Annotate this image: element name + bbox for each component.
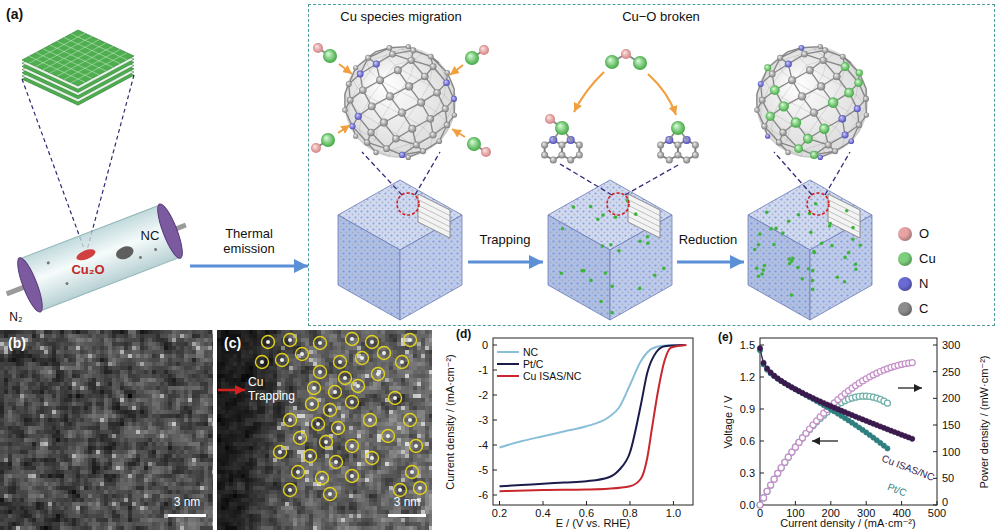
figure: Cu₂ONCCu species migrationCu−O brokenThe…: [0, 0, 1000, 530]
